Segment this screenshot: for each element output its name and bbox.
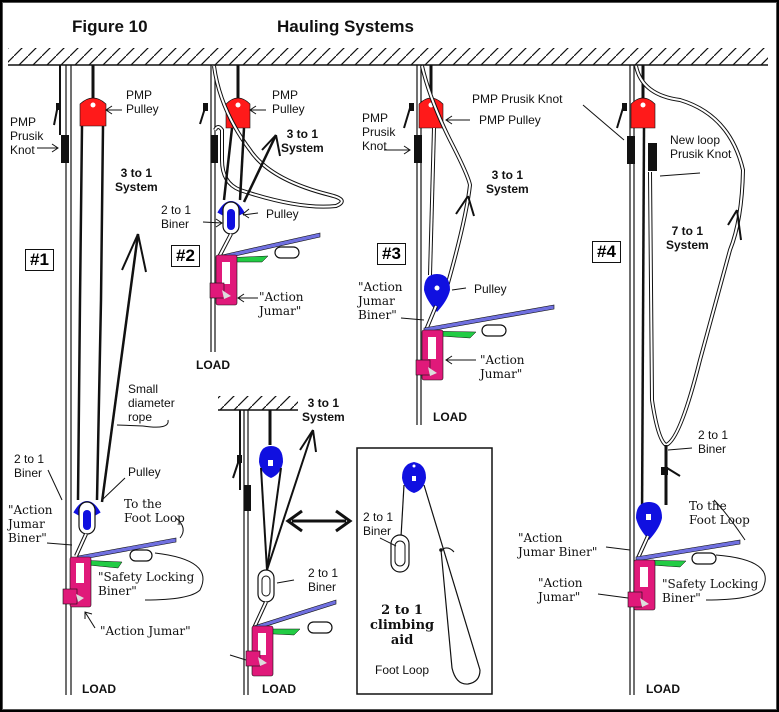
panel-3 bbox=[403, 65, 555, 425]
label-load: LOAD bbox=[646, 682, 680, 696]
climbing-aid-box bbox=[356, 447, 493, 695]
panel-1-number: #1 bbox=[25, 249, 54, 271]
label-biner: 2 to 1 Biner bbox=[161, 203, 192, 231]
label-foot-loop: To the Foot Loop bbox=[689, 499, 750, 527]
label-biner: 2 to 1 Biner bbox=[14, 452, 45, 480]
safety-biner-icon bbox=[129, 549, 153, 562]
prusik-knot-icon bbox=[211, 135, 218, 163]
safety-biner-icon bbox=[274, 246, 300, 259]
ceiling bbox=[8, 48, 768, 66]
label-climbing-aid-title: 2 to 1 climbing aid bbox=[370, 603, 435, 648]
prusik-knot-icon bbox=[627, 136, 635, 164]
label-new-loop: New loop Prusik Knot bbox=[670, 133, 732, 161]
label-action-jumar-biner: "Action Jumar Biner" bbox=[8, 503, 53, 545]
label-action-jumar: "Action Jumar" bbox=[100, 624, 191, 638]
label-system: 3 to 1 System bbox=[281, 127, 324, 155]
foot-loop bbox=[440, 549, 481, 685]
label-pulley: Pulley bbox=[128, 465, 161, 479]
figure-title: Hauling Systems bbox=[277, 17, 414, 36]
double-arrow-icon bbox=[285, 509, 353, 533]
foot-loop-sling bbox=[221, 232, 321, 260]
panel-1 bbox=[53, 65, 177, 695]
small-rope bbox=[100, 233, 140, 503]
label-system: 3 to 1 System bbox=[115, 166, 158, 194]
label-load: LOAD bbox=[196, 358, 230, 372]
label-biner: 2 to 1 Biner bbox=[308, 566, 339, 594]
label-foot-loop: To the Foot Loop bbox=[124, 497, 185, 525]
label-action-jumar: "Action Jumar" bbox=[259, 290, 304, 318]
panel-4 bbox=[616, 65, 746, 695]
panel-2 bbox=[199, 65, 344, 352]
label-pmp-prusik-knot: PMP Prusik Knot bbox=[10, 115, 44, 157]
panel-3-number: #3 bbox=[377, 243, 406, 265]
label-safety-biner: "Safety Locking Biner" bbox=[98, 570, 195, 598]
safety-biner-icon bbox=[691, 552, 717, 565]
label-system: 3 to 1 System bbox=[302, 396, 345, 424]
label-pmp-pulley: PMP Pulley bbox=[272, 88, 305, 116]
new-loop-prusik-icon bbox=[648, 143, 657, 171]
foot-loop-sling bbox=[635, 539, 741, 562]
label-system: 3 to 1 System bbox=[486, 168, 529, 196]
label-safety-biner: "Safety Locking Biner" bbox=[662, 577, 759, 605]
label-pmp-pulley: PMP Pulley bbox=[126, 88, 159, 116]
label-pulley: Pulley bbox=[266, 207, 299, 221]
foot-loop-sling bbox=[77, 537, 177, 561]
label-action-jumar-biner: "Action Jumar Biner" bbox=[358, 280, 403, 322]
label-action-jumar: "Action Jumar" bbox=[480, 353, 525, 381]
label-foot-loop: Foot Loop bbox=[375, 663, 430, 677]
figure-number: Figure 10 bbox=[72, 17, 148, 36]
panel-2-number: #2 bbox=[171, 245, 200, 267]
center-ceiling bbox=[218, 396, 298, 411]
label-pulley: Pulley bbox=[474, 282, 507, 296]
prusik-knot-icon bbox=[244, 485, 251, 511]
label-load: LOAD bbox=[433, 410, 467, 424]
pointer-arrows bbox=[37, 104, 766, 661]
safety-biner-icon bbox=[307, 621, 333, 634]
label-action-jumar-biner: "Action Jumar Biner" bbox=[518, 531, 598, 559]
label-system: 7 to 1 System bbox=[666, 224, 709, 252]
safety-biner-icon bbox=[481, 324, 507, 337]
label-biner: 2 to 1 Biner bbox=[363, 510, 394, 538]
pulley-icon bbox=[636, 502, 662, 540]
center-system bbox=[232, 410, 353, 695]
panel-4-number: #4 bbox=[592, 241, 621, 263]
label-load: LOAD bbox=[82, 682, 116, 696]
label-load: LOAD bbox=[262, 682, 296, 696]
prusik-knot-icon bbox=[61, 135, 69, 163]
label-pmp-prusik-knot: PMP Prusik Knot bbox=[362, 111, 396, 153]
label-pmp-prusik-knot: PMP Prusik Knot bbox=[472, 92, 563, 106]
prusik-knot-icon bbox=[414, 135, 422, 163]
pmp-pulley-icon bbox=[79, 97, 107, 127]
label-small-rope: Small diameter rope bbox=[128, 382, 175, 424]
label-action-jumar: "Action Jumar" bbox=[538, 576, 583, 604]
label-pmp-pulley: PMP Pulley bbox=[479, 113, 541, 127]
label-biner: 2 to 1 Biner bbox=[698, 428, 729, 456]
pmp-pulley-icon bbox=[630, 97, 656, 129]
pulley-icon bbox=[424, 274, 450, 312]
